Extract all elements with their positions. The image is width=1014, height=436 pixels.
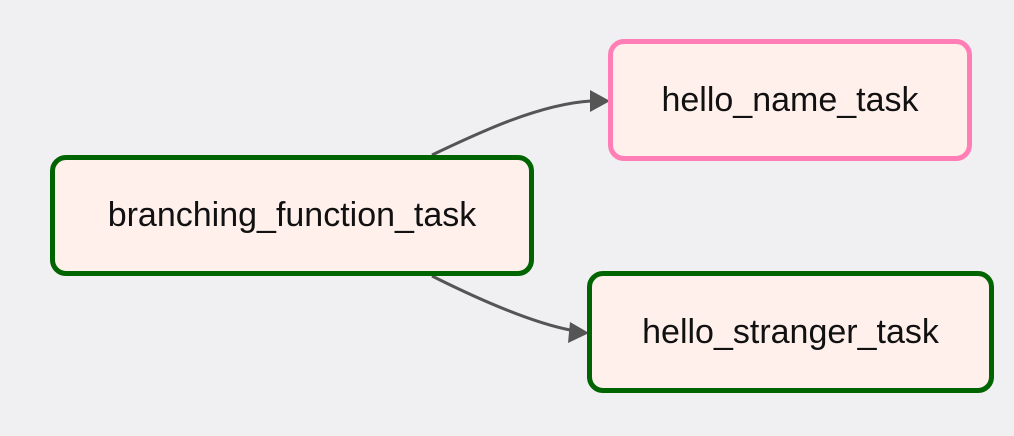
task-node-hello-name[interactable]: hello_name_task	[608, 39, 972, 161]
edge-branching-to-hello-stranger	[431, 274, 571, 332]
arrowhead-hello-stranger	[568, 322, 589, 343]
task-label: hello_name_task	[661, 80, 919, 119]
edge-branching-to-hello-name	[431, 99, 592, 157]
task-label: hello_stranger_task	[642, 312, 939, 351]
task-label: branching_function_task	[107, 196, 477, 234]
task-node-branching-function[interactable]: branching_function_task	[50, 155, 534, 276]
arrowhead-hello-name	[590, 90, 610, 112]
task-node-hello-stranger[interactable]: hello_stranger_task	[587, 271, 994, 393]
